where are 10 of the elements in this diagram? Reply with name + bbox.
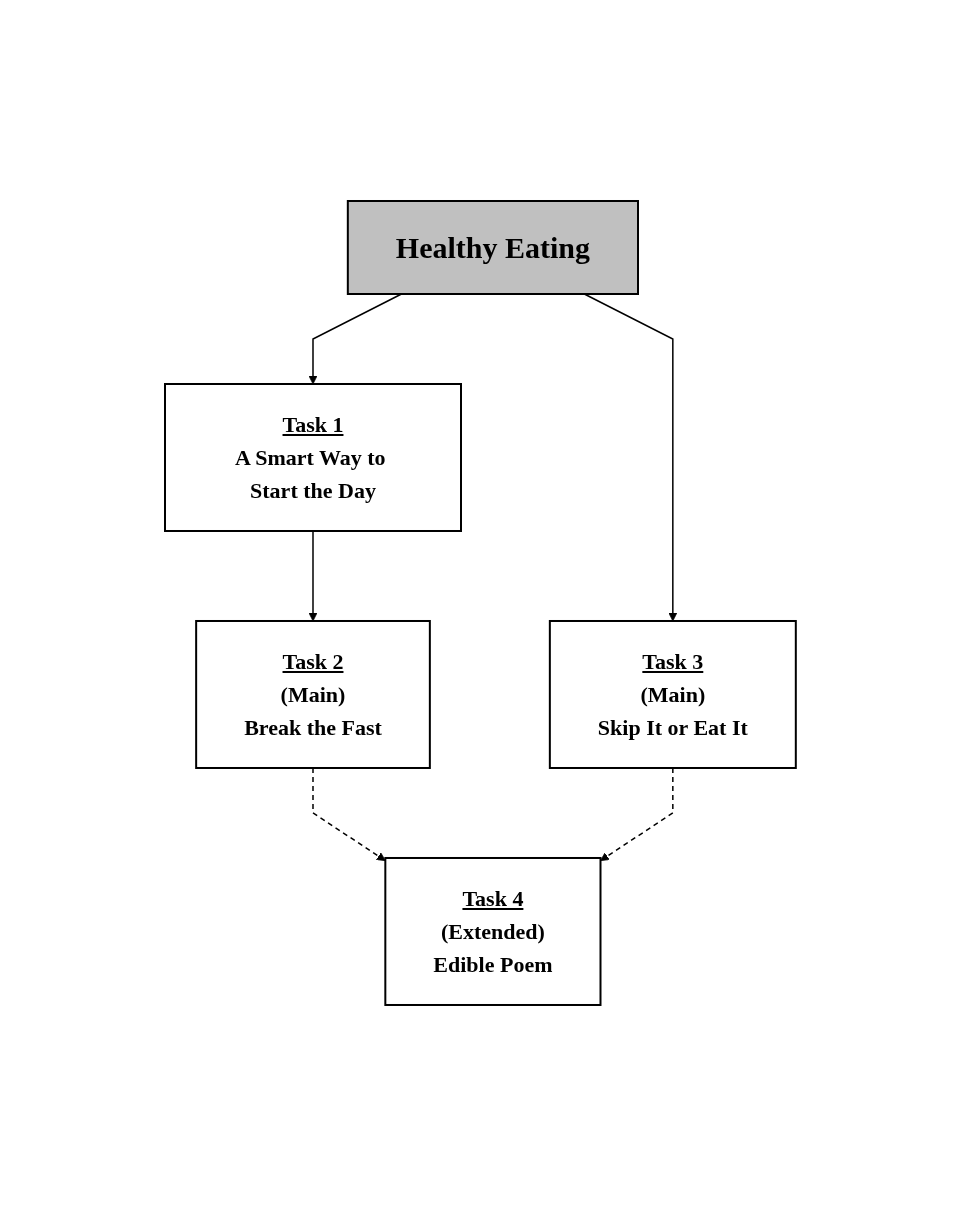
arrow <box>308 530 317 622</box>
node-box: Healthy Eating <box>346 200 639 295</box>
arrow <box>308 293 402 385</box>
node-box: Task 2 (Main) Break the Fast <box>194 620 431 769</box>
node-box: Task 1 A Smart Way to Start the Day <box>163 383 462 532</box>
node-box: Task 3 (Main) Skip It or Eat It <box>548 620 797 769</box>
arrow <box>583 293 677 622</box>
arrow <box>599 767 674 862</box>
arrow <box>311 767 386 862</box>
node-box: Task 4 (Extended) Edible Poem <box>383 857 602 1006</box>
